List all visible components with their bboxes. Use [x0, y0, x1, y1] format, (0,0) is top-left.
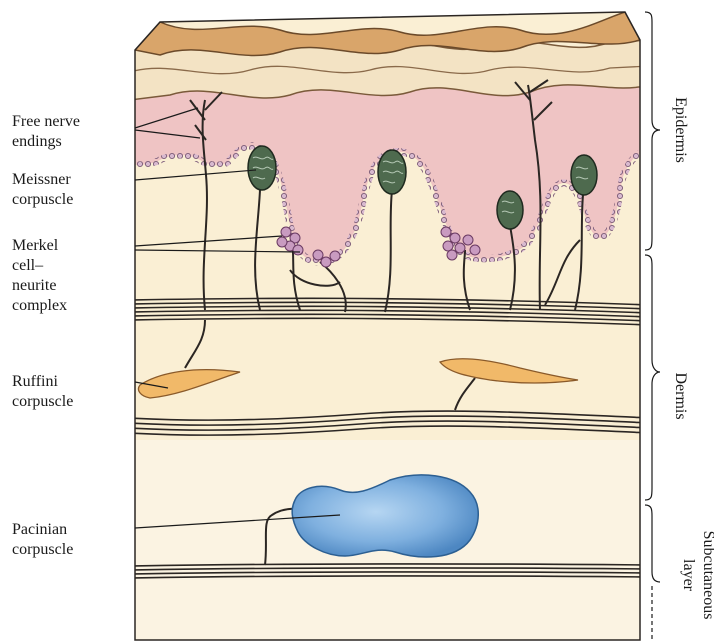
subcutaneous-label: Subcutaneouslayer [680, 531, 714, 620]
epidermis-label: Epidermis [672, 97, 689, 163]
merkel-line4: complex [12, 297, 67, 314]
ruffini-line2: corpuscle [12, 393, 73, 410]
subcutaneous-line1: Subcutaneous [700, 531, 714, 620]
dermis-label: Dermis [672, 372, 689, 419]
pacinian-line1: Pacinian [12, 521, 67, 538]
ruffini-label: Ruffini corpuscle [12, 373, 73, 410]
ruffini-line1: Ruffini [12, 373, 58, 390]
merkel-line1: Merkel [12, 237, 59, 254]
pacinian-label: Pacinian corpuscle [12, 521, 73, 558]
merkel-line3: neurite [12, 277, 56, 294]
free-nerve-label: Free nerve endings [12, 113, 80, 150]
free-nerve-line2: endings [12, 133, 62, 150]
subcutaneous-line2: layer [680, 559, 697, 592]
merkel-line2: cell– [12, 257, 44, 274]
skin-block [130, 10, 650, 643]
layer-brackets [645, 12, 660, 640]
meissner-label: Meissner corpuscle [12, 171, 73, 208]
meissner-line1: Meissner [12, 171, 71, 188]
merkel-label: Merkel cell– neurite complex [12, 237, 67, 314]
meissner-line2: corpuscle [12, 191, 73, 208]
pacinian-line2: corpuscle [12, 541, 73, 558]
free-nerve-line1: Free nerve [12, 113, 80, 130]
